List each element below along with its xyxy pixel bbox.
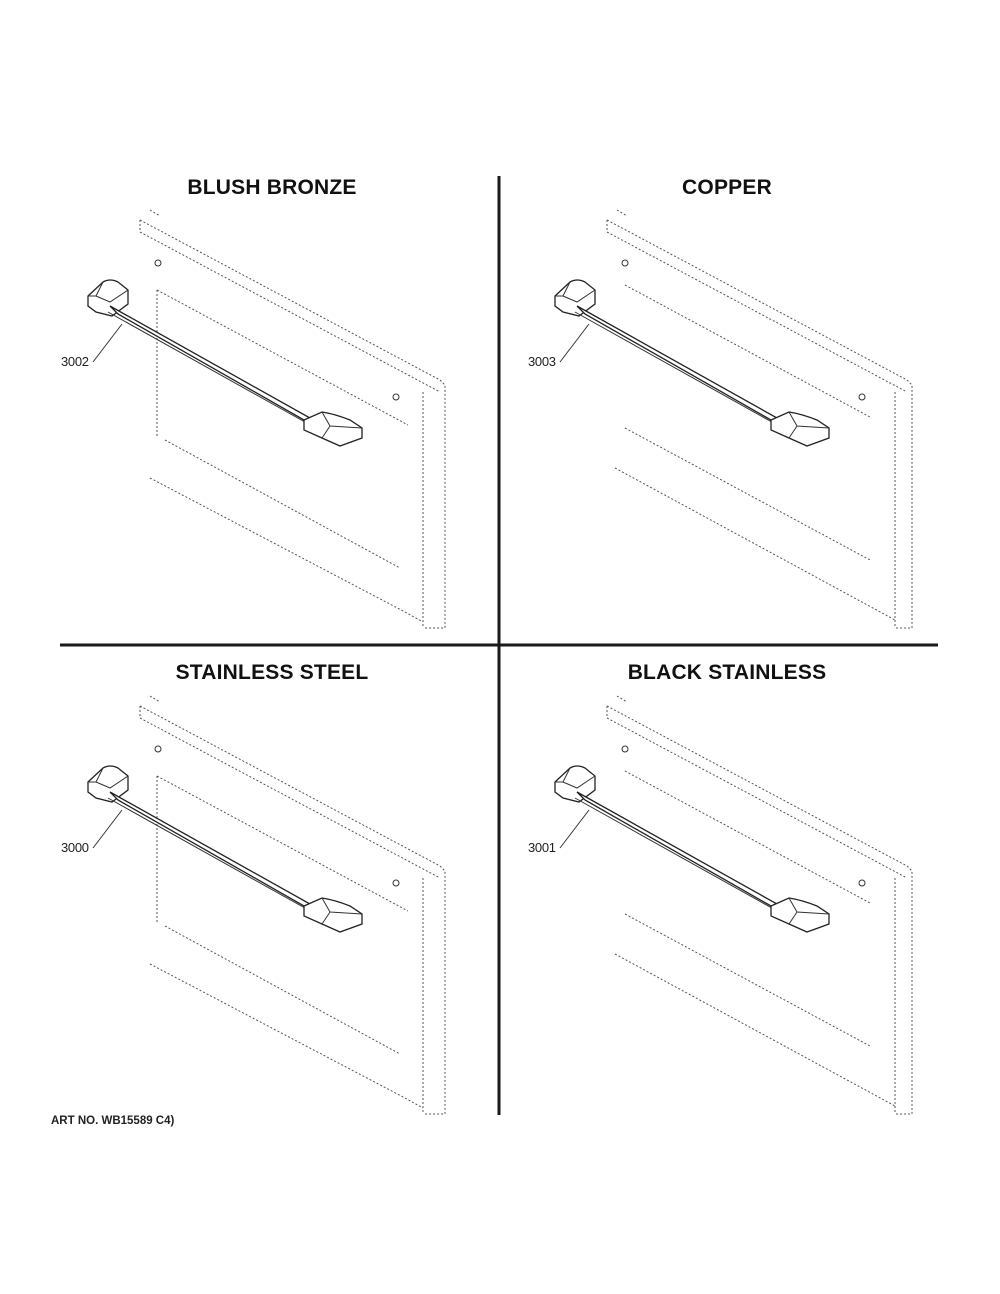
- part-number-label: 3002: [61, 354, 89, 369]
- panel-title-blush-bronze: BLUSH BRONZE: [187, 176, 357, 199]
- part-number-label: 3003: [528, 354, 556, 369]
- part-number-label: 3001: [528, 840, 556, 855]
- panel-title-black-stainless: BLACK STAINLESS: [627, 661, 827, 684]
- part-number-label: 3000: [61, 840, 89, 855]
- art-number: ART NO. WB15589 C4): [51, 1115, 175, 1127]
- panel-title-stainless-steel: STAINLESS STEEL: [175, 661, 369, 684]
- panel-title-copper: COPPER: [682, 176, 772, 199]
